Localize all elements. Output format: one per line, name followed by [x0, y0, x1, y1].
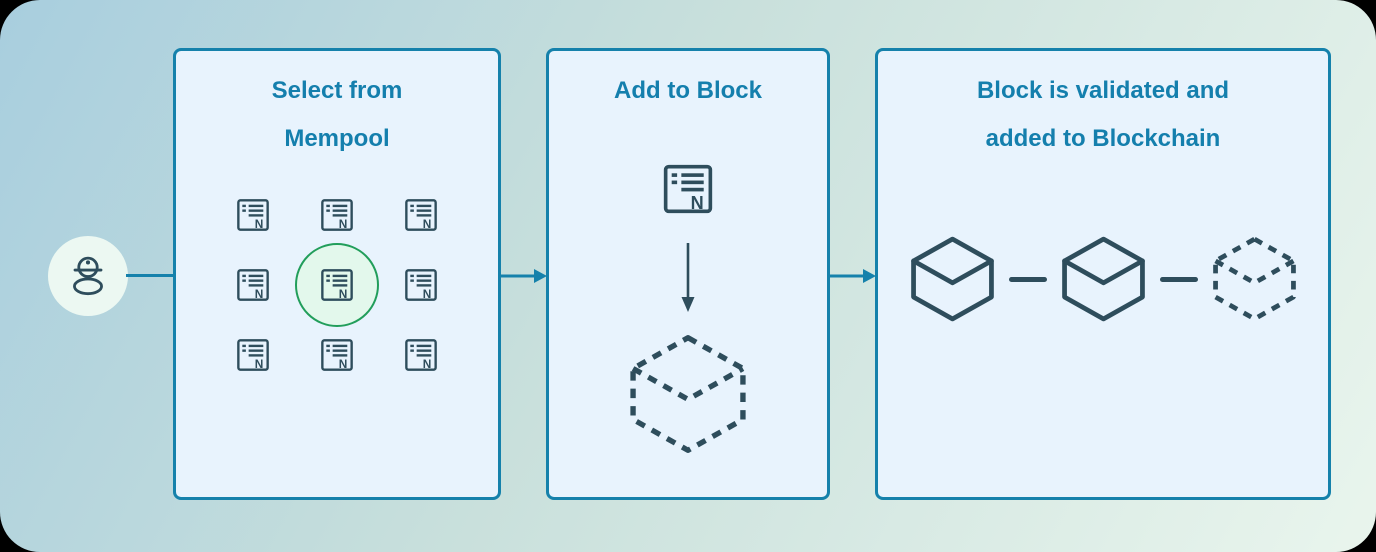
transaction-icon: N: [237, 339, 269, 371]
step-2-title-line-1: Add to Block: [614, 77, 762, 104]
mempool-transaction-cell: N: [295, 243, 379, 327]
transaction-icon: N: [237, 269, 269, 301]
block-cube-icon: [1061, 236, 1145, 322]
miner-avatar: [48, 236, 128, 316]
svg-text:N: N: [423, 287, 432, 301]
chain-link-line: [1008, 276, 1047, 282]
step-add-to-block: Add to Block N: [546, 48, 830, 500]
chain-link-line: [1159, 276, 1198, 282]
flow-arrow-2: [829, 269, 876, 283]
mempool-transaction-cell: N: [295, 320, 379, 390]
selected-transaction-ring: N: [295, 243, 379, 327]
down-arrow-icon: [681, 243, 695, 312]
svg-text:N: N: [339, 287, 348, 301]
svg-text:N: N: [255, 287, 264, 301]
transaction-icon: N: [405, 339, 437, 371]
step-1-title-line-2: Mempool: [284, 125, 390, 152]
mempool-transaction-cell: N: [379, 320, 463, 390]
miner-connector-line: [126, 274, 173, 277]
svg-text:N: N: [691, 193, 704, 213]
block-cube-icon: [910, 236, 994, 322]
step-1-title: Select from Mempool: [272, 67, 403, 163]
mempool-transaction-cell: N: [211, 180, 295, 250]
svg-text:N: N: [339, 217, 348, 231]
transaction-icon: N: [321, 199, 353, 231]
mempool-transaction-cell: N: [211, 320, 295, 390]
step-1-title-line-1: Select from: [271, 77, 403, 104]
pending-block-cube-icon: [1212, 236, 1296, 322]
svg-text:N: N: [255, 217, 264, 231]
miner-icon: [73, 256, 103, 296]
transaction-icon: N: [321, 269, 353, 301]
selected-transaction: N: [659, 160, 717, 218]
mempool-transaction-grid: N N N N N N: [211, 180, 463, 390]
svg-text:N: N: [423, 357, 432, 371]
svg-text:N: N: [423, 217, 432, 231]
transaction-icon: N: [405, 269, 437, 301]
mempool-transaction-cell: N: [379, 250, 463, 320]
mempool-transaction-cell: N: [295, 180, 379, 250]
step-3-title-line-2: added to Blockchain: [985, 125, 1221, 152]
step-2-title: Add to Block: [614, 67, 762, 115]
svg-text:N: N: [255, 357, 264, 371]
flow-arrow-1: [500, 269, 547, 283]
transaction-icon: N: [663, 164, 713, 214]
blockchain-row: [905, 233, 1302, 325]
transaction-icon: N: [237, 199, 269, 231]
transaction-icon: N: [405, 199, 437, 231]
pending-block-cube-icon: [630, 335, 746, 453]
step-select-from-mempool: Select from Mempool N N N N: [173, 48, 501, 500]
step-3-title: Block is validated and added to Blockcha…: [977, 67, 1229, 163]
mempool-transaction-cell: N: [379, 180, 463, 250]
mempool-transaction-cell: N: [211, 250, 295, 320]
transaction-icon: N: [321, 339, 353, 371]
step-block-validated: Block is validated and added to Blockcha…: [875, 48, 1331, 500]
step-3-title-line-1: Block is validated and: [976, 77, 1230, 104]
svg-text:N: N: [339, 357, 348, 371]
